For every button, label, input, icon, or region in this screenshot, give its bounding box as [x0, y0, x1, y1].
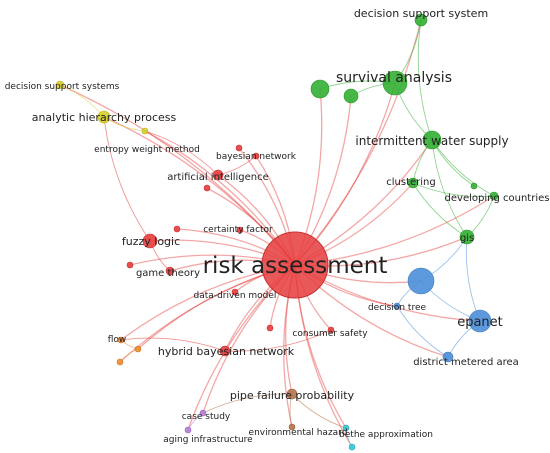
edge-hybrid-consumer [224, 329, 332, 352]
label-gis: gis [460, 233, 474, 244]
node-blue_hub[interactable] [407, 267, 435, 295]
node-dss[interactable] [414, 13, 428, 27]
node-bayesnet[interactable] [252, 152, 260, 160]
node-red_c[interactable] [126, 261, 134, 269]
edge-clustering-gis [412, 182, 468, 238]
edge-iws-developing [431, 139, 495, 197]
node-cyan_a[interactable] [348, 443, 356, 451]
label-pipe: pipe failure probability [230, 389, 355, 402]
label-game: game theory [136, 268, 200, 279]
node-green_b[interactable] [343, 88, 359, 104]
node-epanet[interactable] [468, 309, 492, 333]
node-iws[interactable] [422, 130, 442, 150]
node-green_a[interactable] [310, 79, 330, 99]
node-dtree[interactable] [393, 302, 401, 310]
label-survival: survival analysis [336, 70, 452, 86]
label-developing: developing countries [445, 193, 550, 204]
node-flow[interactable] [117, 336, 125, 344]
node-ahp[interactable] [97, 110, 111, 124]
node-bethe[interactable] [342, 424, 350, 432]
node-orange_a[interactable] [134, 345, 142, 353]
label-dss: decision support system [354, 7, 488, 20]
node-envhaz[interactable] [288, 423, 296, 431]
node-red_b[interactable] [173, 225, 181, 233]
node-red_a[interactable] [203, 184, 211, 192]
label-certainty: certainty factor [203, 225, 273, 235]
label-dtree: decision tree [368, 303, 427, 313]
node-certainty[interactable] [236, 226, 244, 234]
edge-ahp-fuzzy [103, 116, 151, 242]
label-datadriven: data-driven model [194, 291, 277, 301]
node-clustering[interactable] [407, 177, 419, 189]
label-bethe: bethe approximation [339, 430, 433, 440]
edge-dtree-dma [396, 305, 449, 358]
node-entropy[interactable] [141, 127, 149, 135]
label-entropy: entropy weight method [94, 145, 200, 155]
node-consumer[interactable] [327, 326, 335, 334]
edge-pipe-bethe [291, 393, 347, 429]
node-developing[interactable] [489, 191, 499, 201]
node-green_c[interactable] [470, 182, 478, 190]
label-iws: intermittent water supply [355, 134, 508, 148]
node-dma[interactable] [442, 351, 454, 363]
label-bayesnet: bayesian network [216, 152, 297, 162]
node-survival[interactable] [382, 70, 408, 96]
node-risk[interactable] [261, 231, 329, 299]
node-red_d[interactable] [266, 324, 274, 332]
edge-pipe-casestudy [202, 393, 293, 414]
node-game[interactable] [165, 266, 175, 276]
edge-clustering-developing [412, 182, 495, 197]
label-aging: aging infrastructure [163, 435, 253, 445]
edge-hybrid-flow [120, 337, 226, 352]
node-ai[interactable] [212, 169, 224, 181]
label-fuzzy: fuzzy logic [122, 235, 180, 248]
label-dss2: decision support systems [5, 82, 120, 92]
label-epanet: epanet [457, 315, 503, 330]
edge-dss-iws [417, 19, 433, 141]
node-aging[interactable] [184, 426, 192, 434]
node-datadriven[interactable] [231, 288, 239, 296]
label-risk: risk assessment [203, 253, 388, 279]
label-consumer: consumer safety [292, 329, 368, 339]
label-envhaz: environmental hazard [249, 428, 348, 438]
label-ahp: analytic hierarchy process [32, 111, 177, 124]
edge-iws-gis [431, 139, 468, 238]
edge-gis-epanet [465, 236, 481, 322]
label-clustering: clustering [386, 177, 435, 188]
node-hybrid[interactable] [219, 345, 231, 357]
node-dss2[interactable] [55, 80, 65, 90]
label-casestudy: case study [182, 412, 231, 422]
node-orange_b[interactable] [116, 358, 124, 366]
label-dma: district metered area [413, 357, 519, 368]
node-pipe[interactable] [286, 388, 298, 400]
label-flow: flow [108, 335, 127, 345]
label-layer: risk assessment survival analysis decision… [5, 7, 550, 445]
node-gis[interactable] [459, 229, 475, 245]
node-fuzzy[interactable] [142, 233, 158, 249]
label-ai: artificial intelligence [167, 172, 269, 183]
node-layer [55, 13, 499, 451]
edge-risk-dss2 [59, 84, 296, 266]
node-casestudy[interactable] [199, 409, 207, 417]
label-hybrid: hybrid bayesian network [158, 345, 295, 358]
edge-ai-entropy [144, 130, 219, 176]
node-red_e[interactable] [235, 144, 243, 152]
